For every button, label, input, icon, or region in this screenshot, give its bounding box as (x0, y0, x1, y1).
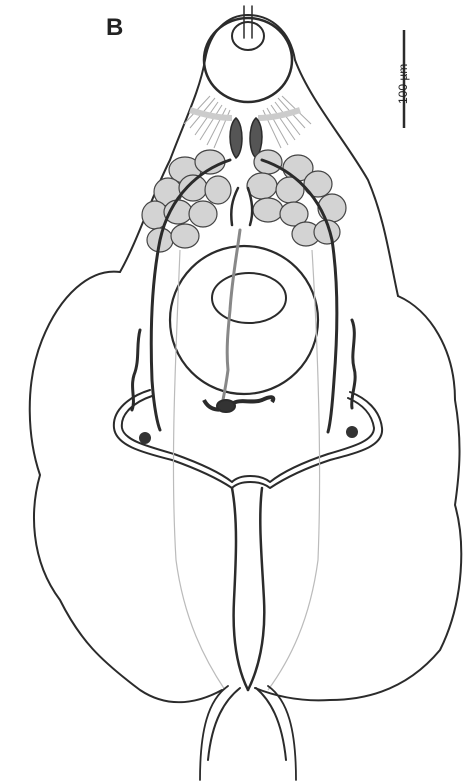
posterior-frame-inner (122, 396, 374, 482)
excretory-crossing (208, 688, 286, 760)
glandular-region (184, 96, 311, 148)
pharynx (230, 118, 262, 158)
right-lateral-lobe (255, 296, 461, 700)
panel-label: B (106, 14, 123, 42)
oral-sucker-inner (232, 22, 264, 50)
ventral-sucker-inner (212, 273, 286, 323)
oesophagus (231, 188, 252, 225)
excretory-vessel-left (232, 488, 248, 690)
excretory-vessel-right (248, 488, 264, 690)
excretory-pore-left (139, 432, 151, 444)
excretory-pore-right (346, 426, 358, 438)
genital-complex (204, 397, 273, 412)
oral-sucker (204, 18, 292, 102)
ventral-sucker (170, 246, 318, 394)
scale-bar-label: 100 µm (396, 64, 410, 104)
left-lateral-lobe (30, 272, 222, 703)
